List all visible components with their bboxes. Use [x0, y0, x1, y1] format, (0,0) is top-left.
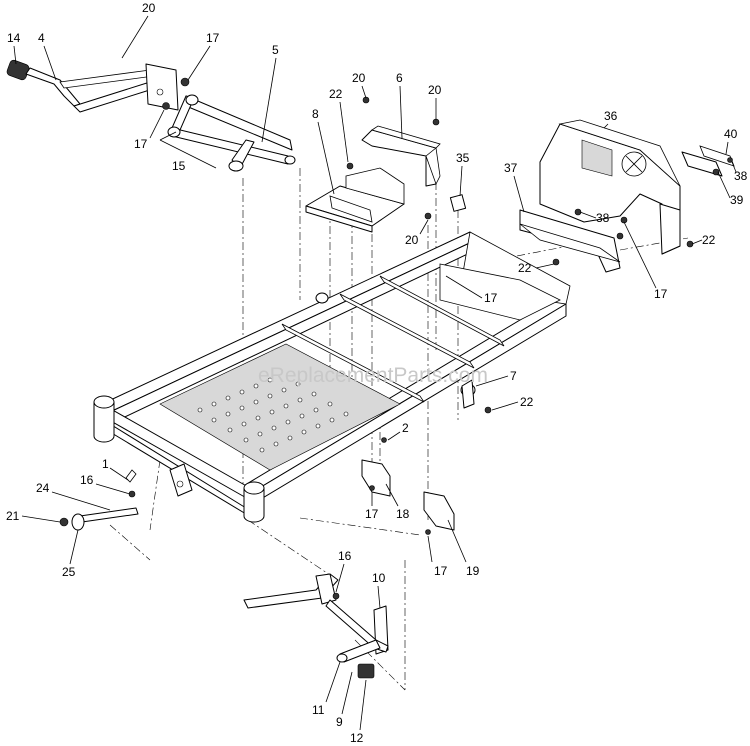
- callout-11: 11: [312, 703, 325, 717]
- clip-35: [424, 194, 467, 220]
- callout-2: 2: [402, 421, 409, 435]
- callout-38: 38: [596, 211, 610, 225]
- floor-perforations: [197, 377, 349, 453]
- bracket-18: [361, 459, 391, 497]
- linkage-24: [59, 469, 139, 531]
- callout-4: 4: [38, 31, 45, 45]
- callout-6: 6: [396, 71, 403, 85]
- callout-5: 5: [272, 43, 279, 57]
- callout-39: 39: [730, 193, 744, 207]
- lower-lever-assembly: [243, 573, 389, 679]
- callout-21: 21: [6, 509, 20, 523]
- callout-24: 24: [36, 481, 50, 495]
- callout-12: 12: [350, 731, 364, 745]
- callout-18: 18: [396, 507, 410, 521]
- callout-17: 17: [434, 564, 448, 578]
- callout-9: 9: [336, 715, 343, 729]
- callout-35: 35: [456, 151, 470, 165]
- bracket-plate-8: [305, 162, 405, 233]
- callout-22: 22: [518, 261, 532, 275]
- callout-7: 7: [510, 369, 517, 383]
- callouts: 14 4 20 17 5 17 15 20 6 20 22 8 35 36 40…: [6, 1, 748, 745]
- callout-16: 16: [80, 473, 94, 487]
- callout-37: 37: [504, 161, 518, 175]
- callout-17: 17: [365, 507, 379, 521]
- callout-10: 10: [372, 571, 386, 585]
- callout-15: 15: [172, 159, 186, 173]
- bracket-6: [361, 96, 441, 187]
- callout-40: 40: [724, 127, 738, 141]
- callout-36: 36: [604, 109, 618, 123]
- callout-19: 19: [466, 564, 480, 578]
- pivot-shaft: [167, 94, 296, 172]
- callout-22: 22: [520, 395, 534, 409]
- clip-7: [461, 379, 492, 414]
- callout-17: 17: [484, 291, 498, 305]
- callout-8: 8: [312, 107, 319, 121]
- lever-handle-assembly: [6, 59, 190, 113]
- callout-38: 38: [734, 169, 748, 183]
- callout-20: 20: [352, 71, 366, 85]
- watermark: eReplacementParts.com: [258, 364, 488, 387]
- callout-1: 1: [102, 457, 109, 471]
- callout-25: 25: [62, 565, 76, 579]
- callout-17: 17: [134, 137, 148, 151]
- callout-20: 20: [428, 83, 442, 97]
- callout-22: 22: [329, 87, 343, 101]
- main-frame: [93, 231, 571, 523]
- rear-shroud: [519, 119, 694, 273]
- callout-17: 17: [654, 287, 668, 301]
- callout-22: 22: [702, 233, 716, 247]
- bolt-2: [381, 437, 387, 443]
- callout-17: 17: [206, 31, 220, 45]
- callout-14: 14: [7, 31, 21, 45]
- bracket-19: [423, 491, 455, 535]
- callout-20: 20: [405, 233, 419, 247]
- callout-16: 16: [338, 549, 352, 563]
- callout-20: 20: [142, 1, 156, 15]
